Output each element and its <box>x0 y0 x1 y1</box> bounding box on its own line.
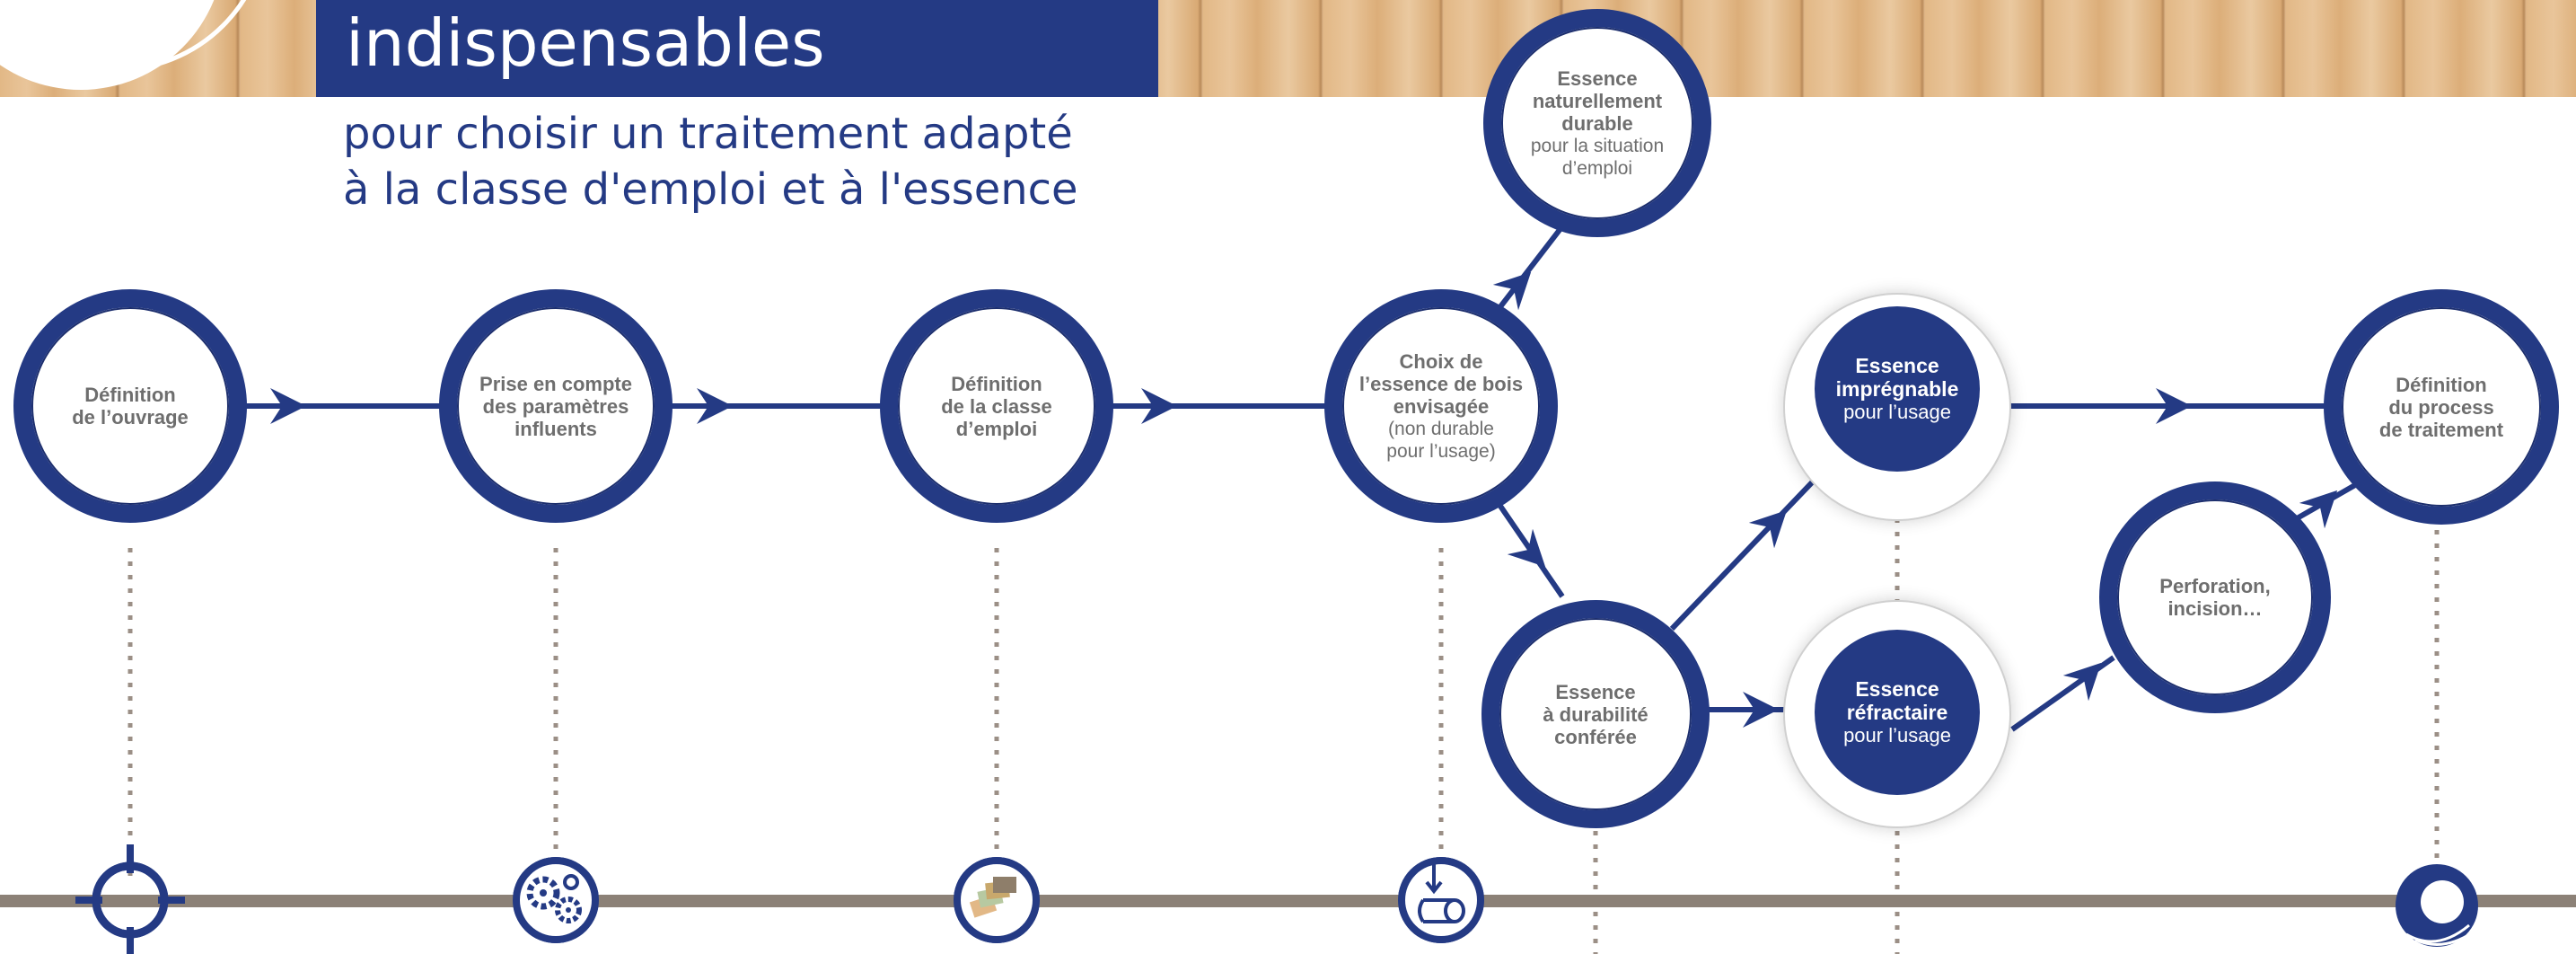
node-parametres-line-1: Prise en compte <box>479 372 632 395</box>
node-classe: Définition de la classe d’emploi <box>880 289 1113 523</box>
node-impregnable: Essence imprégnable pour l’usage <box>1815 306 1980 472</box>
node-perforation-line-2: incision… <box>2167 597 2263 620</box>
node-conferee-line-2: à durabilité <box>1543 702 1648 726</box>
node-naturelle-line-3: durable <box>1561 111 1633 135</box>
subtitle-line-2: à la classe d'emploi et à l'essence <box>343 164 1078 215</box>
node-parametres: Prise en compte des paramètres influents <box>439 289 673 523</box>
node-choix: Choix de l’essence de bois envisagée (no… <box>1324 289 1558 523</box>
node-choix-sub-2: pour l’usage) <box>1386 440 1496 462</box>
node-classe-line-1: Définition <box>951 372 1042 395</box>
node-classe-line-3: d’emploi <box>955 417 1038 440</box>
node-refractaire-sub-1: pour l’usage <box>1843 724 1951 746</box>
node-classe-line-2: de la classe <box>941 394 1052 418</box>
timeline-bar <box>0 895 2576 907</box>
node-choix-sub-1: (non durable <box>1388 418 1494 439</box>
dotted-guides <box>127 518 2440 954</box>
node-choix-line-3: envisagée <box>1393 394 1490 418</box>
node-choix-line-2: l’essence de bois <box>1358 372 1524 395</box>
node-impregnable-sub-1: pour l’usage <box>1843 401 1951 423</box>
title-box <box>316 0 1158 97</box>
subtitle-line-1: pour choisir un traitement adapté <box>343 109 1073 159</box>
node-choix-line-1: Choix de <box>1399 349 1483 373</box>
node-process-line-2: du process <box>2388 395 2494 419</box>
connectors <box>242 225 2357 732</box>
node-ouvrage-line-1: Définition <box>84 384 176 406</box>
arrow-5 <box>1507 528 1546 568</box>
node-perforation: Perforation, incision… <box>2099 481 2331 713</box>
node-refractaire-line-2: réfractaire <box>1846 701 1948 724</box>
page-title: indispensables <box>346 5 825 81</box>
node-perforation-line-1: Perforation, <box>2159 575 2271 597</box>
icon-layer <box>75 844 2478 954</box>
node-parametres-line-2: des paramètres <box>482 394 629 418</box>
node-naturelle-sub-1: pour la situation <box>1530 135 1665 156</box>
node-process-line-1: Définition <box>2396 373 2487 396</box>
node-conferee: Essence à durabilité conférée <box>1481 600 1710 828</box>
node-conferee-line-3: conférée <box>1554 725 1637 748</box>
node-naturelle: Essence naturellement durable pour la si… <box>1483 9 1711 237</box>
arrow-4 <box>1492 271 1532 311</box>
node-process-line-3: de traitement <box>2378 418 2504 441</box>
node-naturelle-line-2: naturellement <box>1532 89 1663 112</box>
node-refractaire-line-1: Essence <box>1855 677 1939 701</box>
connector-refractaire-perforation <box>2010 655 2115 732</box>
node-naturelle-sub-2: d’emploi <box>1561 157 1633 179</box>
arrow-10 <box>2299 490 2338 529</box>
node-conferee-line-1: Essence <box>1555 680 1636 703</box>
node-refractaire: Essence réfractaire pour l’usage <box>1815 630 1980 795</box>
arrow-6 <box>1748 509 1788 549</box>
node-parametres-line-3: influents <box>514 417 597 440</box>
node-ouvrage-line-2: de l’ouvrage <box>72 406 189 428</box>
connector-conferee-impregnable <box>1669 455 1838 632</box>
connector-choix-conferee <box>1493 498 1565 598</box>
node-impregnable-line-1: Essence <box>1855 354 1939 377</box>
node-ouvrage: Définition de l’ouvrage <box>13 289 247 523</box>
node-process: Définition du process de traitement <box>2324 289 2559 525</box>
connector-choix-naturelle <box>1493 225 1565 314</box>
node-impregnable-line-2: imprégnable <box>1835 377 1959 401</box>
node-naturelle-line-1: Essence <box>1557 66 1638 90</box>
